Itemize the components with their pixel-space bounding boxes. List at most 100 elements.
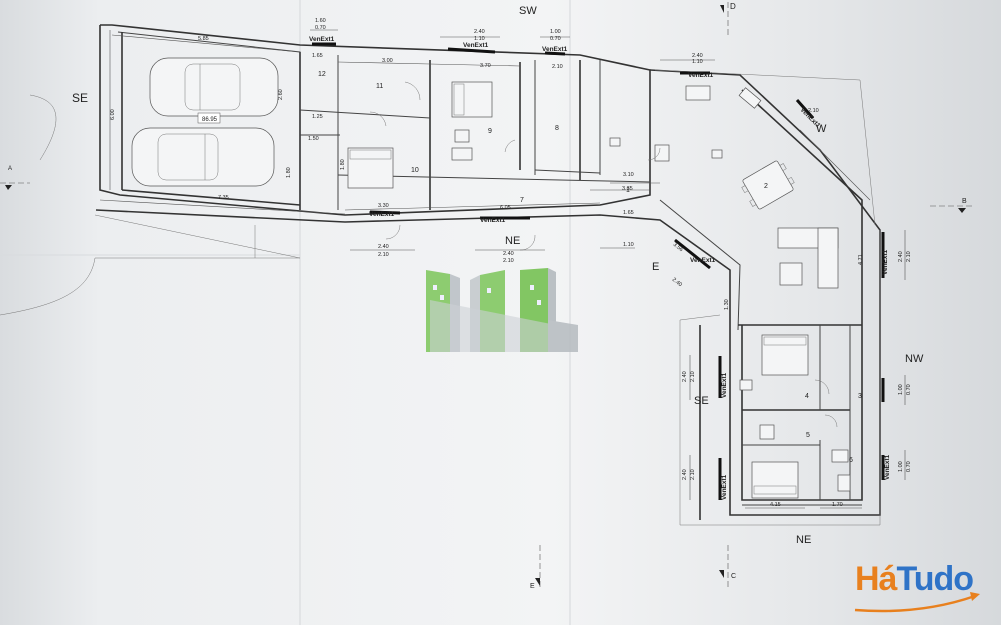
svg-text:2.40: 2.40 [378, 244, 389, 250]
svg-text:2.40: 2.40 [692, 53, 703, 59]
svg-text:1.65: 1.65 [623, 210, 634, 216]
svg-text:VenExt1: VenExt1 [882, 249, 889, 275]
brand-part-ha: Há [855, 560, 897, 598]
svg-text:6.05: 6.05 [500, 205, 511, 211]
orientation-e-mid: E [652, 261, 659, 273]
svg-text:3.56: 3.56 [672, 242, 684, 253]
svg-text:1.70: 1.70 [832, 502, 843, 508]
svg-text:VenExt1: VenExt1 [369, 211, 395, 218]
svg-text:1.10: 1.10 [623, 242, 634, 248]
svg-text:1: 1 [626, 187, 630, 194]
section-d-top: D [730, 2, 736, 11]
svg-text:3.35: 3.35 [622, 186, 633, 192]
svg-text:VenExt1: VenExt1 [690, 257, 716, 264]
sofa-set [777, 227, 839, 289]
section-e-bottom: E [530, 583, 535, 590]
svg-text:2.40: 2.40 [682, 371, 688, 382]
svg-text:VenExt1: VenExt1 [688, 72, 714, 79]
svg-text:2.40: 2.40 [474, 29, 485, 35]
svg-text:3.10: 3.10 [623, 172, 634, 178]
svg-text:1.00: 1.00 [550, 29, 561, 35]
kitchen-counter [685, 85, 762, 109]
svg-text:2.40: 2.40 [898, 251, 904, 262]
svg-text:1.10: 1.10 [474, 36, 485, 42]
room-numbers: 1 2 3 4 5 6 7 8 9 10 11 12 [318, 71, 862, 464]
svg-text:1.80: 1.80 [340, 159, 346, 170]
building-logo [426, 268, 578, 352]
window-markers [312, 42, 885, 500]
svg-text:6.00: 6.00 [110, 109, 116, 120]
svg-text:3.00: 3.00 [382, 58, 393, 64]
area-label: 86.95 [202, 117, 218, 123]
svg-text:3.70: 3.70 [480, 63, 491, 69]
bed-room-5 [751, 461, 799, 499]
svg-text:1.10: 1.10 [692, 59, 703, 65]
bed-room-9 [451, 81, 493, 118]
svg-text:2.40: 2.40 [503, 251, 514, 257]
svg-text:6: 6 [849, 457, 853, 464]
svg-text:VenExt1: VenExt1 [884, 454, 891, 480]
svg-text:4.71: 4.71 [858, 254, 864, 265]
svg-text:1.50: 1.50 [308, 136, 319, 142]
svg-text:VenExt1: VenExt1 [309, 36, 335, 43]
svg-text:8: 8 [555, 125, 559, 132]
svg-text:5: 5 [806, 432, 810, 439]
svg-text:1.00: 1.00 [898, 461, 904, 472]
svg-text:VenExt1: VenExt1 [542, 46, 568, 53]
svg-text:4.15: 4.15 [770, 502, 781, 508]
svg-text:12: 12 [318, 71, 326, 78]
svg-text:4: 4 [805, 393, 809, 400]
svg-text:5.85: 5.85 [198, 36, 209, 42]
svg-text:VenExt1: VenExt1 [480, 217, 506, 224]
svg-text:1.80: 1.80 [286, 167, 292, 178]
section-b-right: B [962, 198, 967, 205]
dimension-texts: 5.85 6.00 7.35 1.60 0.70 2.40 1.10 1.00 … [110, 18, 912, 508]
svg-text:VenExt1: VenExt1 [721, 474, 728, 500]
brand-swoosh [854, 594, 976, 613]
svg-text:2.10: 2.10 [378, 252, 389, 258]
svg-text:2.10: 2.10 [503, 258, 514, 264]
brand-watermark: HáTudo [855, 560, 974, 599]
orientation-nw: NW [905, 353, 924, 365]
svg-text:2.60: 2.60 [278, 89, 284, 100]
car-top [149, 57, 279, 117]
svg-text:2.10: 2.10 [906, 251, 912, 262]
svg-text:7: 7 [520, 197, 524, 204]
svg-text:1.25: 1.25 [312, 114, 323, 120]
bed-room-10 [347, 147, 394, 189]
svg-text:2.10: 2.10 [808, 108, 819, 114]
right-wing [679, 89, 881, 526]
svg-text:0.70: 0.70 [550, 36, 561, 42]
svg-text:1.60: 1.60 [315, 18, 326, 24]
orientation-sw: SW [519, 5, 537, 17]
svg-text:2.10: 2.10 [690, 371, 696, 382]
dining-table [741, 160, 795, 210]
bed-room-4 [761, 334, 809, 376]
svg-text:9: 9 [488, 128, 492, 135]
orientation-w: W [816, 123, 827, 135]
dimension-lines [99, 29, 906, 509]
section-a-left: A [8, 166, 12, 172]
svg-text:3.30: 3.30 [378, 203, 389, 209]
section-c-bottom: C [731, 573, 736, 580]
car-bottom [131, 127, 275, 187]
svg-text:VenExt1: VenExt1 [463, 42, 489, 49]
svg-text:0.70: 0.70 [906, 384, 912, 395]
orientation-ne-bottom: NE [796, 534, 811, 546]
svg-text:1.00: 1.00 [898, 384, 904, 395]
svg-text:1.65: 1.65 [312, 53, 323, 59]
svg-text:2: 2 [764, 183, 768, 190]
svg-text:2.40: 2.40 [682, 469, 688, 480]
svg-text:0.70: 0.70 [315, 25, 326, 31]
svg-text:1.30: 1.30 [724, 299, 730, 310]
svg-text:11: 11 [376, 83, 383, 90]
svg-text:VenExt1: VenExt1 [721, 372, 728, 398]
svg-text:10: 10 [411, 167, 419, 174]
svg-text:0.70: 0.70 [906, 461, 912, 472]
orientation-se-right: SE [694, 395, 709, 407]
orientation-ne-mid: NE [505, 235, 520, 247]
section-markers [0, 2, 975, 590]
svg-text:2.10: 2.10 [552, 64, 563, 70]
svg-text:3: 3 [858, 393, 862, 400]
